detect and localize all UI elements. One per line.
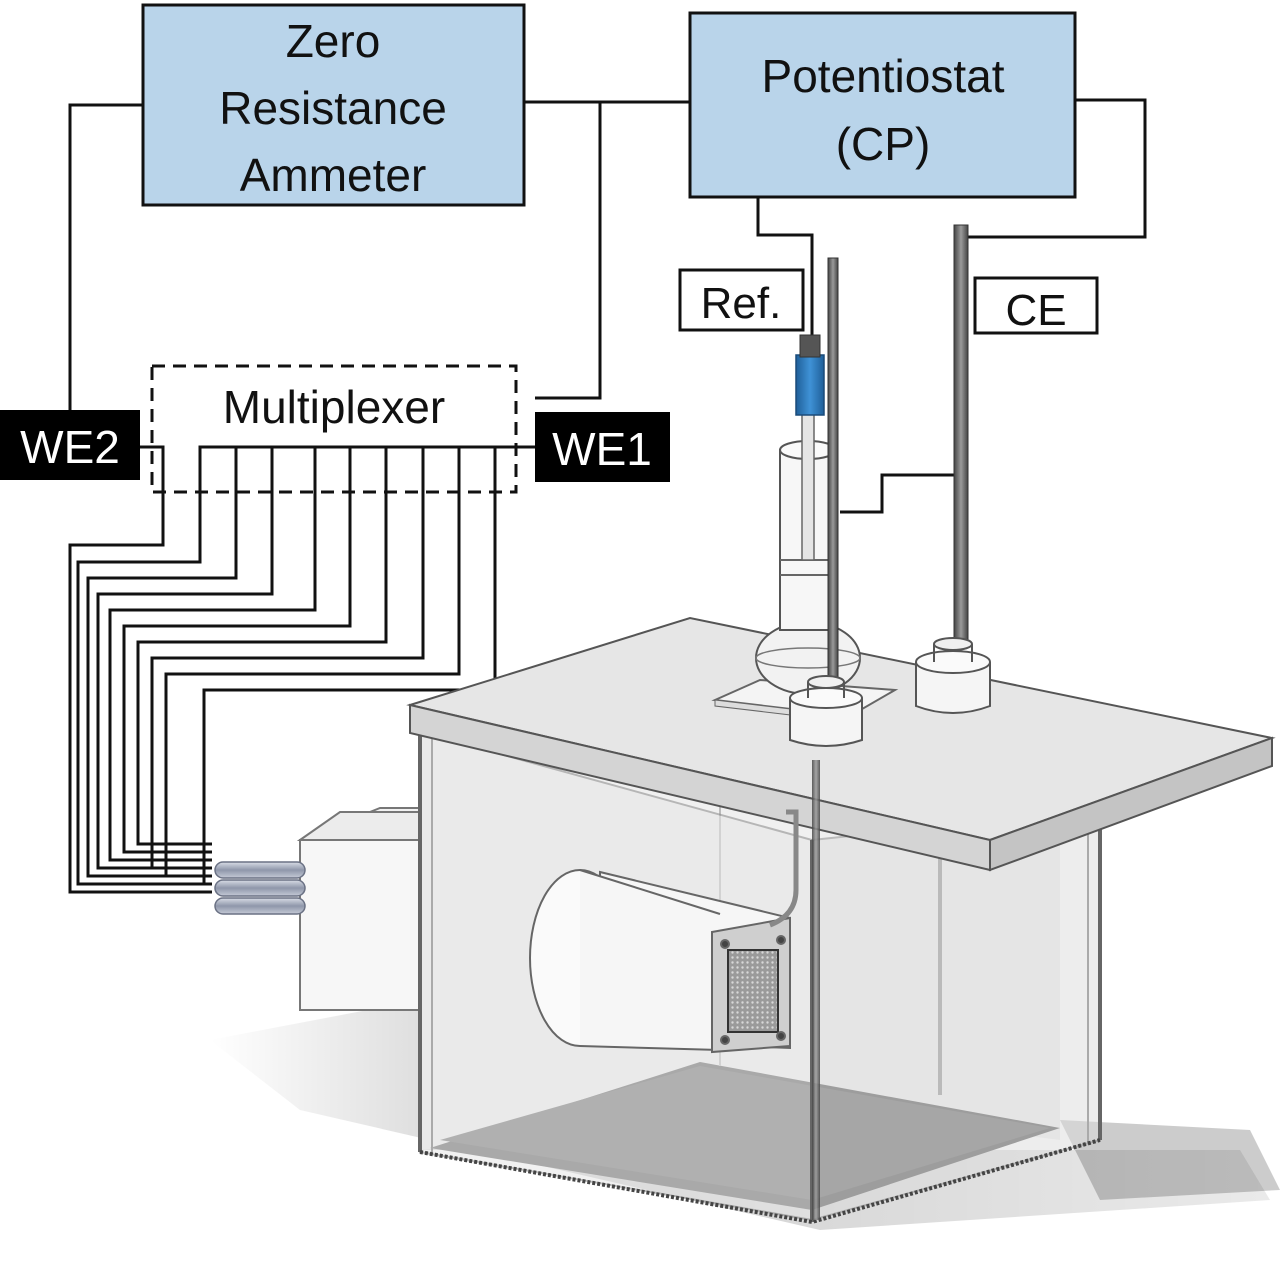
zra-title-line3: Ammeter (240, 149, 427, 201)
we2-label: WE2 (20, 421, 120, 473)
we2-tag: WE2 (0, 410, 140, 480)
potentiostat-title-line1: Potentiostat (762, 50, 1005, 102)
ground-shadow (210, 1000, 1280, 1230)
wire-potentiostat-ref (756, 197, 814, 345)
ce-tag: CE (973, 276, 1099, 335)
wire-potentiostat-ce (962, 98, 1147, 239)
ref-tag: Ref. (678, 268, 805, 332)
reference-electrode-cap (795, 354, 825, 416)
counter-electrode (915, 224, 991, 714)
wire-zra-we2 (68, 103, 143, 412)
connector-pins (214, 861, 306, 915)
wiring (68, 98, 1147, 894)
zra-title-line1: Zero (286, 15, 381, 67)
wire-ce-link (840, 473, 955, 514)
potentiostat-title-line2: (CP) (836, 118, 931, 170)
potentiostat-box: Potentiostat (CP) (688, 11, 1077, 199)
we1-tag: WE1 (535, 412, 670, 482)
side-connector-box (296, 807, 421, 1011)
zra-box: Zero Resistance Ammeter (141, 3, 526, 207)
ref-label: Ref. (701, 279, 782, 328)
multiplexer-label: Multiplexer (223, 381, 445, 433)
specimen-holder (529, 869, 791, 1054)
reference-electrode (711, 257, 899, 1220)
ce-label: CE (1005, 286, 1066, 335)
wire-potentiostat-we1 (535, 102, 602, 400)
multiplexer: Multiplexer (140, 364, 535, 500)
specimen-mesh (727, 949, 779, 1033)
zra-title-line2: Resistance (219, 82, 447, 134)
we1-label: WE1 (552, 423, 652, 475)
multiplexer-box (150, 364, 518, 494)
